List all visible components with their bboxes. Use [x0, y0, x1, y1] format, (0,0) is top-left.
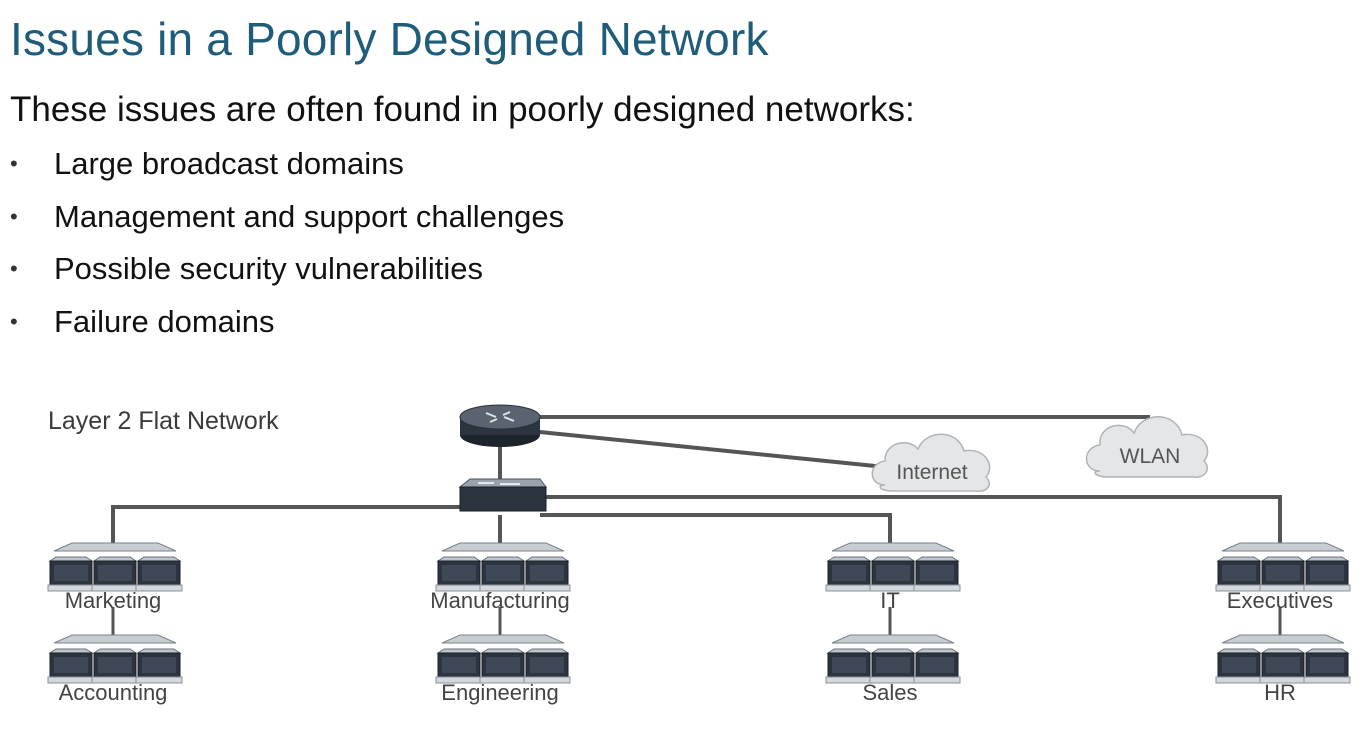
link-switch-executives: [540, 495, 1282, 543]
cloud-icon: [1085, 416, 1209, 478]
network-links: [111, 415, 1282, 637]
group-label-hr: HR: [1264, 680, 1296, 705]
group-label-accounting: Accounting: [58, 680, 168, 705]
cloud-label-internet: Internet: [896, 461, 968, 484]
group-label-it: IT: [880, 588, 900, 613]
bullet-icon: •: [10, 256, 18, 282]
bullet-icon: •: [10, 308, 18, 334]
diagram-title: Layer 2 Flat Network: [48, 407, 279, 435]
router-icon: [459, 404, 541, 447]
network-diagram-canvas: [0, 404, 1370, 725]
network-diagram: Layer 2 Flat Network Internet WLAN Marke…: [0, 385, 1370, 725]
switch-icon: [458, 478, 547, 512]
slide-title: Issues in a Poorly Designed Network: [10, 13, 769, 65]
link-router-internet: [519, 428, 886, 469]
workstation-group-icon: [826, 543, 960, 591]
workstation-group-icon: [826, 635, 960, 683]
cloud-label-wlan: WLAN: [1119, 445, 1181, 468]
cloud-icon: [871, 433, 991, 493]
issue-item: •Possible security vulnerabilities: [10, 251, 484, 287]
workstation-group-icon: [436, 543, 570, 591]
link-switch-it: [540, 513, 892, 543]
workstation-group-icon: [436, 635, 570, 683]
bullet-icon: •: [10, 151, 18, 177]
group-label-executives: Executives: [1226, 588, 1334, 613]
link-switch-marketing: [111, 505, 460, 543]
issue-item: •Failure domains: [10, 303, 275, 339]
workstation-group-icon: [48, 543, 182, 591]
group-label-sales: Sales: [862, 680, 918, 705]
issue-item: •Large broadcast domains: [10, 146, 404, 182]
workstation-group-icon: [1216, 635, 1350, 683]
workstation-group-icon: [48, 635, 182, 683]
issue-list: •Large broadcast domains •Management and…: [10, 138, 564, 348]
group-label-marketing: Marketing: [64, 588, 162, 613]
bullet-icon: •: [10, 203, 18, 229]
group-label-engineering: Engineering: [441, 680, 559, 705]
issue-item: •Management and support challenges: [10, 198, 565, 234]
group-label-manufacturing: Manufacturing: [430, 588, 570, 613]
workstation-group-icon: [1216, 543, 1350, 591]
slide-intro: These issues are often found in poorly d…: [10, 90, 915, 129]
